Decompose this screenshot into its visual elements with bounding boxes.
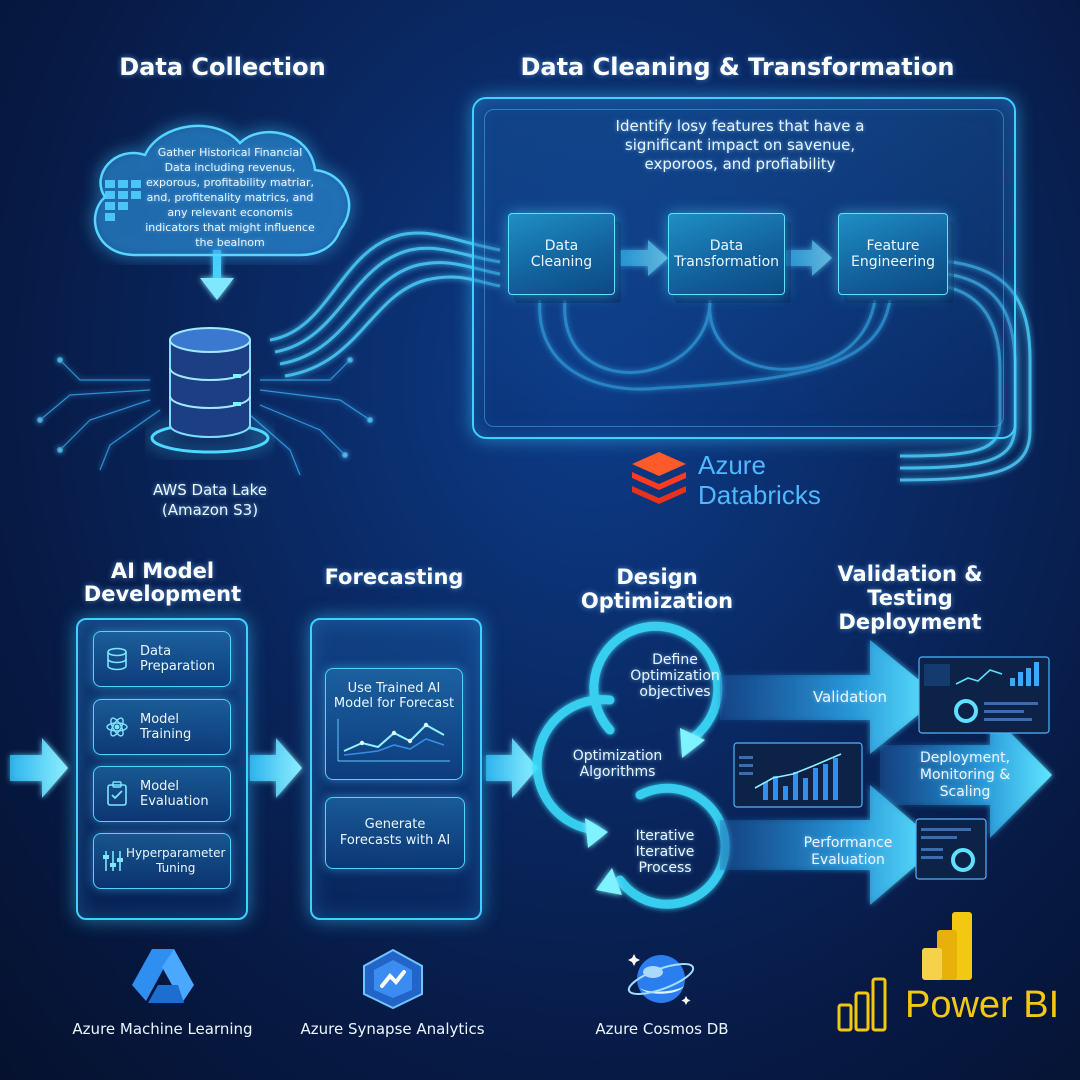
ai-model-panel	[76, 618, 248, 920]
dashboard-thumbnail-middle	[733, 742, 863, 808]
azure-cosmos-db-icon	[627, 954, 695, 1005]
clipboard-check-icon	[102, 781, 132, 807]
ai-model-title: AI Model Development	[70, 560, 255, 606]
arrow-label-deployment: Deployment, Monitoring & Scaling	[905, 750, 1025, 801]
step-label-line1: Model	[140, 712, 180, 727]
design-optimization-title: Design Optimization	[580, 565, 734, 613]
step-label-line1: Model	[140, 779, 180, 794]
forecasting-title: Forecasting	[324, 565, 464, 589]
validation-title-line1: Validation & Testing	[837, 562, 983, 610]
azure-machine-learning-icon	[132, 949, 194, 1003]
azure-machine-learning-label: Azure Machine Learning	[72, 1020, 253, 1038]
optimization-stage-algorithms: Optimization Algorithms	[555, 748, 680, 780]
cleaning-description-line1: Identify losy features that have a	[615, 117, 865, 135]
step-label-line2: Preparation	[140, 659, 216, 674]
forecast-card2-line2: Forecasts with AI	[339, 833, 451, 848]
arrow-label-performance: Performance Evaluation	[788, 835, 908, 869]
deployment-line2: Monitoring &	[919, 767, 1011, 783]
cleaning-description: Identify losy features that have a signi…	[555, 117, 925, 174]
stage3-line2: Iterative	[635, 844, 695, 860]
step-label-line2: Transformation	[673, 254, 780, 270]
azure-cosmos-db-label: Azure Cosmos DB	[595, 1020, 729, 1038]
dashboard-thumbnail-top	[918, 656, 1050, 734]
arrow-label-validation: Validation	[812, 688, 888, 706]
stage1-line1: Define	[652, 652, 698, 668]
cleaning-feedback-loops	[538, 299, 892, 391]
power-bi-label: Power BI	[905, 984, 1060, 1026]
forecast-card1-line2: Model for Forecast	[333, 696, 455, 711]
databricks-logo-icon	[632, 452, 686, 504]
step-label-line1: Data	[544, 238, 579, 254]
performance-line1: Performance	[803, 835, 893, 851]
optimization-stage-define: Define Optimization objectives	[610, 652, 740, 700]
stage2-line2: Algorithms	[579, 764, 656, 780]
step-label-line2: Training	[140, 727, 192, 742]
power-bi-outline-icon	[837, 977, 887, 1032]
ai-model-title-line1: AI Model	[110, 559, 215, 583]
azure-synapse-icon	[363, 948, 423, 1010]
database-icon	[102, 647, 132, 671]
stage1-line2: Optimization	[630, 668, 720, 684]
databricks-label-line2: Databricks	[698, 480, 821, 510]
cloud-to-db-arrow	[200, 250, 234, 300]
deployment-line1: Deployment,	[919, 750, 1011, 766]
stage1-line3: objectives	[639, 684, 711, 700]
forecast-card1-line1: Use Trained AI	[347, 681, 441, 696]
step-label-line1: Feature	[866, 238, 920, 254]
db-to-cleaning-flow	[269, 231, 501, 378]
storage-label: AWS Data Lake (Amazon S3)	[130, 480, 290, 520]
table-icon	[105, 180, 141, 221]
line-chart-icon	[337, 719, 450, 762]
stage3-line3: Process	[638, 860, 692, 876]
performance-line2: Evaluation	[811, 852, 885, 868]
atom-icon	[102, 715, 132, 739]
data-collection-title: Data Collection	[119, 53, 326, 81]
step-label-line1: Data	[140, 644, 172, 659]
cloud-description: Gather Historical Financial Data includi…	[145, 146, 315, 249]
cleaning-description-line3: exporoos, and profiability	[644, 155, 836, 173]
ai-model-title-line2: Development	[83, 582, 242, 606]
step-label-line2: Evaluation	[140, 794, 209, 809]
sliders-icon	[102, 849, 124, 873]
bottom-flow-arrows	[10, 738, 538, 798]
optimization-cycle-heads	[585, 728, 705, 895]
step-label-line2: Cleaning	[530, 254, 593, 270]
step-label-line1: Data	[709, 238, 744, 254]
validation-title-line2: Deployment	[838, 610, 982, 634]
database-icon	[150, 327, 270, 454]
azure-synapse-label: Azure Synapse Analytics	[300, 1020, 485, 1038]
storage-label-line2: (Amazon S3)	[161, 501, 259, 519]
circuit-lines	[36, 356, 374, 476]
forecast-model-card[interactable]: Use Trained AI Model for Forecast	[325, 668, 463, 780]
cleaning-description-line2: significant impact on savenue,	[624, 136, 856, 154]
validation-title: Validation & Testing Deployment	[800, 562, 1020, 634]
forecast-generate-card[interactable]: Generate Forecasts with AI	[325, 797, 465, 869]
stage3-line1: Iterative	[635, 828, 695, 844]
optimization-stage-iterative: Iterative Iterative Process	[610, 828, 720, 876]
step-label-line1: Hyperparameter	[126, 846, 226, 860]
storage-label-line1: AWS Data Lake	[152, 481, 268, 499]
power-bi-icon	[922, 912, 972, 980]
step-label-line2: Engineering	[851, 254, 935, 270]
databricks-label-line1: Azure	[698, 450, 766, 480]
cloud-shape	[93, 124, 351, 257]
step-label-line2: Tuning	[156, 861, 196, 875]
forecast-card2-line1: Generate	[364, 817, 426, 832]
deployment-line3: Scaling	[939, 784, 991, 800]
deployment-arrows	[720, 640, 1052, 905]
cleaning-step-arrows	[620, 240, 832, 276]
dashboard-thumbnail-bottom	[915, 818, 987, 880]
stage2-line1: Optimization	[572, 748, 663, 764]
cleaning-title: Data Cleaning & Transformation	[520, 53, 955, 81]
databricks-label: Azure Databricks	[698, 450, 868, 510]
